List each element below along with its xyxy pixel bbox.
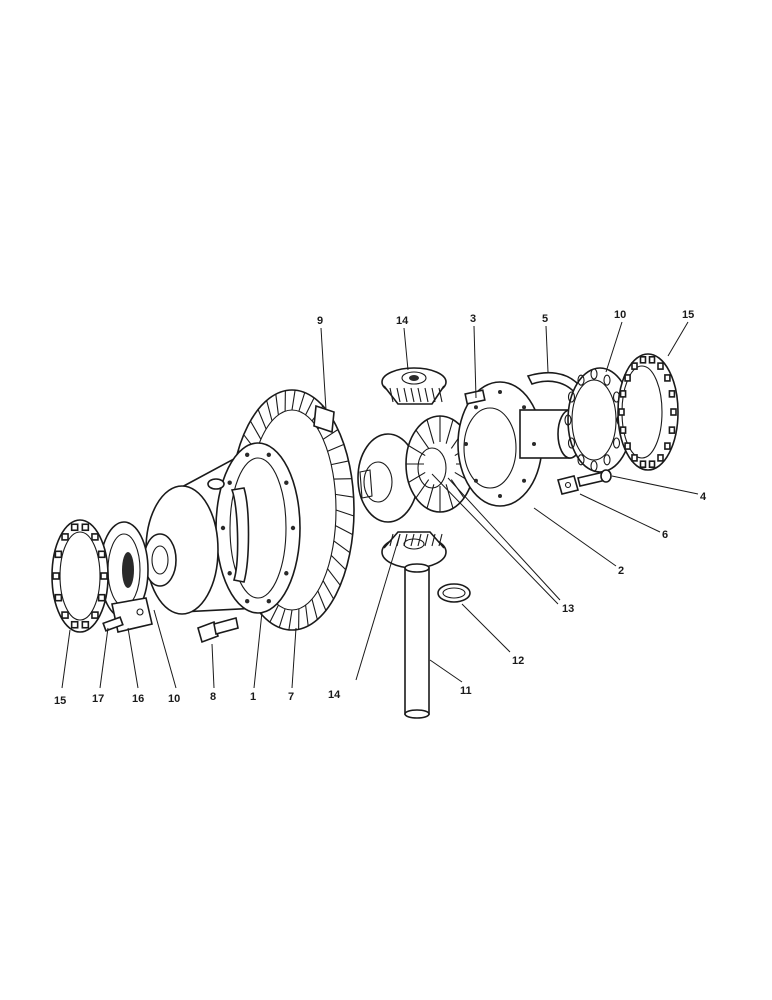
callout-6: 6 [662,529,668,541]
lock-plate-bolt [577,469,612,487]
left-taper-bearing [99,521,149,619]
side-gear-left [357,433,419,523]
callout-7: 7 [288,691,294,703]
circlip [437,583,471,603]
left-case-hub [143,533,177,587]
callout-3: 3 [470,313,476,325]
callout-14-top: 14 [396,315,409,327]
callout-16: 16 [132,693,144,705]
callout-12: 12 [512,655,524,667]
left-adjusting-nut [51,519,109,633]
lock-plate [557,475,579,495]
callout-15-left: 15 [54,695,66,707]
callout-13: 13 [562,603,574,615]
callout-labels: 9 14 3 5 10 15 4 6 2 13 12 11 14 7 1 8 1… [54,309,707,707]
pinion-cross-shaft [404,563,430,719]
callout-5: 5 [542,313,548,325]
pinion-gear-top [381,367,447,405]
differential-case [145,442,301,615]
callout-1: 1 [250,691,256,703]
callout-9: 9 [317,315,323,327]
callout-8: 8 [210,691,216,703]
callout-17: 17 [92,693,104,705]
right-adjusting-nut [617,353,679,471]
callout-10-left: 10 [168,693,180,705]
callout-10-right: 10 [614,309,626,321]
callout-11: 11 [460,685,472,697]
callout-2: 2 [618,565,624,577]
locking-bolt [102,616,124,632]
leader-lines [61,321,699,689]
bolt-lock-tab [313,404,335,434]
callout-4: 4 [700,491,707,503]
case-bolt [197,617,239,644]
callout-14-bottom: 14 [328,689,341,701]
callout-15-right: 15 [682,309,694,321]
